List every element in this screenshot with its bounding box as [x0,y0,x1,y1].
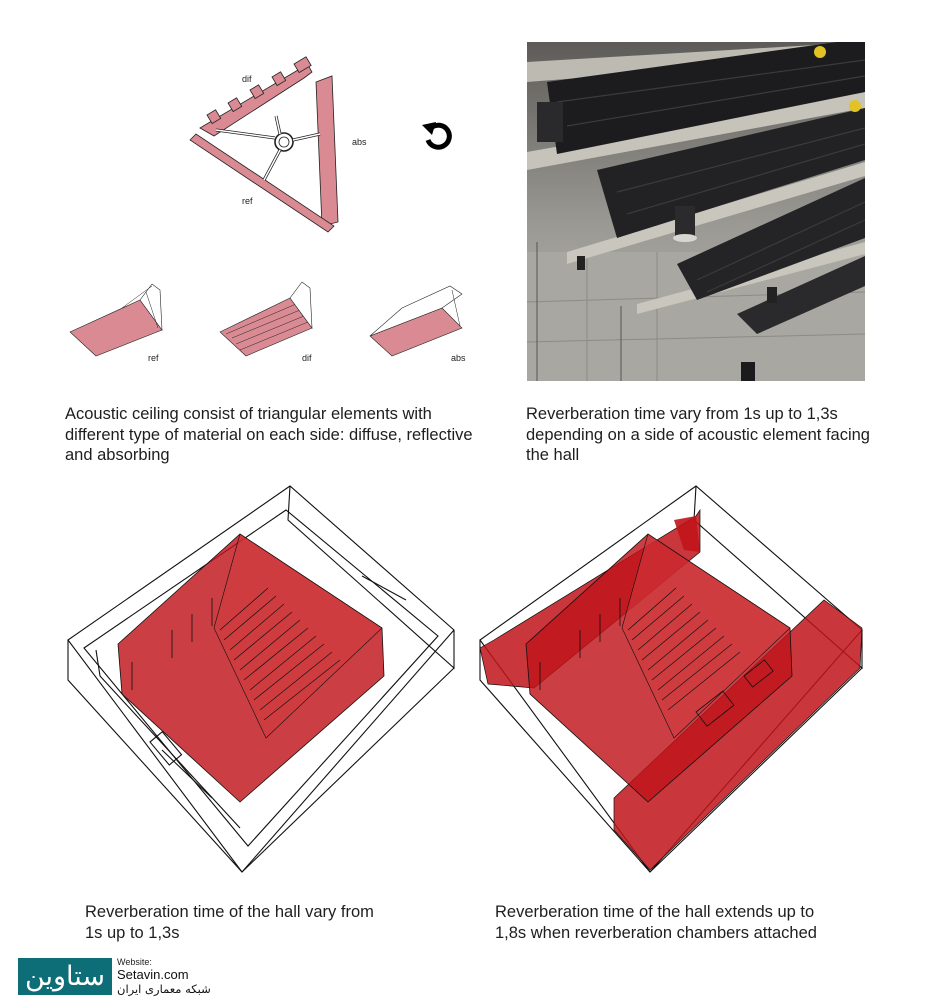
caption-reverberation-photo: Reverberation time vary from 1s up to 1,… [526,405,870,464]
ceiling-photo [527,42,865,381]
hall-axonometric-base [67,485,455,873]
element-variant-ref [69,283,163,357]
website-domain[interactable]: Setavin.com [117,967,189,982]
diffuse-step [227,97,243,113]
label-ref: ref [242,196,253,206]
diffuse-step [206,109,222,125]
reflective-panel [189,133,335,233]
label-abs: abs [352,137,367,147]
element-variant-abs [369,285,463,357]
caption-hall-chambers: Reverberation time of the hall extends u… [495,903,817,942]
acoustic-element-diagram [189,56,339,233]
hall-axonometric-chambers [479,485,863,873]
element-variant-dif [219,281,313,357]
absorbing-panel [315,75,339,227]
site-logo[interactable]: ستاوین [18,958,112,995]
caption-acoustic-elements: Acoustic ceiling consist of triangular e… [65,405,473,464]
rotate-arrow-icon [418,115,458,155]
website-tagline: شبکه معماری ایران [117,982,211,996]
small-label-dif: dif [302,353,312,363]
caption-hall-base: Reverberation time of the hall vary from… [85,903,374,942]
diffuse-panel [199,64,313,137]
label-dif: dif [242,74,252,84]
diffuse-step [293,56,312,74]
website-label: Website: [117,957,152,967]
diffuse-step [271,71,287,87]
small-label-abs: abs [451,353,466,363]
logo-text: ستاوین [24,961,106,992]
reverberation-chamber-right [613,599,863,871]
small-label-ref: ref [148,353,159,363]
diffuse-step [249,84,265,100]
